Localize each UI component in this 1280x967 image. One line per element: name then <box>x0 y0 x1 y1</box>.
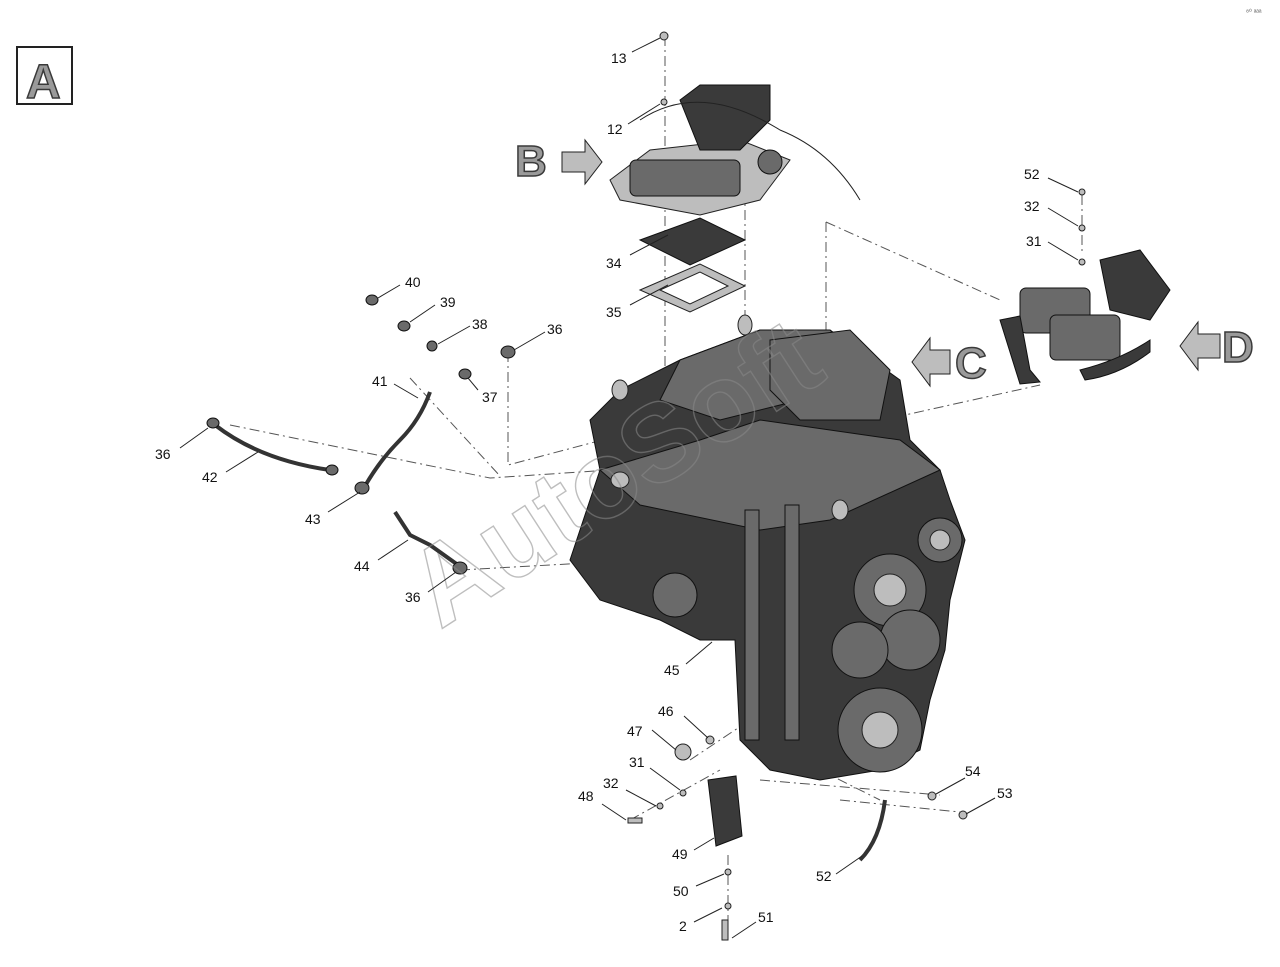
callout-49: 49 <box>672 846 688 862</box>
view-label: A <box>26 56 61 109</box>
callout-42: 42 <box>202 469 218 485</box>
callout-44: 44 <box>354 558 370 574</box>
callout-leaders <box>179 37 1079 939</box>
callout-34: 34 <box>606 255 622 271</box>
callout-35: 35 <box>606 304 622 320</box>
callout-54: 54 <box>965 763 981 779</box>
top-valve-block <box>609 84 861 216</box>
callout-47: 47 <box>627 723 643 739</box>
callout-52-bottom: 52 <box>816 868 832 884</box>
callout-32-bottom: 32 <box>603 775 619 791</box>
corner-mark: ⁸⁰ ᵃᵃᵃ <box>1246 8 1262 16</box>
callout-31-bottom: 31 <box>629 754 645 770</box>
callout-36-a: 36 <box>547 321 563 337</box>
view-frame-a: A <box>16 46 73 110</box>
oil-pipes <box>206 294 887 862</box>
view-arrow-c: C <box>911 336 988 389</box>
callout-12: 12 <box>607 121 623 137</box>
callout-labels: 13 12 34 35 52 32 31 40 39 38 36 37 41 3… <box>155 50 1042 934</box>
callout-13: 13 <box>611 50 627 66</box>
callout-32-top: 32 <box>1024 198 1040 214</box>
gearbox-housing <box>569 314 966 781</box>
callout-36-c: 36 <box>405 589 421 605</box>
callout-51: 51 <box>758 909 774 925</box>
callout-50: 50 <box>673 883 689 899</box>
callout-39: 39 <box>440 294 456 310</box>
callout-41: 41 <box>372 373 388 389</box>
callout-43: 43 <box>305 511 321 527</box>
view-arrow-b: B <box>514 136 603 187</box>
callout-48: 48 <box>578 788 594 804</box>
callout-40: 40 <box>405 274 421 290</box>
callout-45: 45 <box>664 662 680 678</box>
callout-2: 2 <box>679 918 687 934</box>
callout-37: 37 <box>482 389 498 405</box>
callout-52-top: 52 <box>1024 166 1040 182</box>
callout-36-b: 36 <box>155 446 171 462</box>
view-arrow-d-label: D <box>1222 323 1254 372</box>
callout-31-top: 31 <box>1026 233 1042 249</box>
view-arrow-c-label: C <box>955 339 987 388</box>
side-valve-block <box>999 249 1171 385</box>
callout-46: 46 <box>658 703 674 719</box>
gasket-pair <box>638 217 747 313</box>
callout-53: 53 <box>997 785 1013 801</box>
view-arrow-d: D <box>1179 320 1255 373</box>
view-arrow-b-label: B <box>515 137 547 186</box>
callout-38: 38 <box>472 316 488 332</box>
